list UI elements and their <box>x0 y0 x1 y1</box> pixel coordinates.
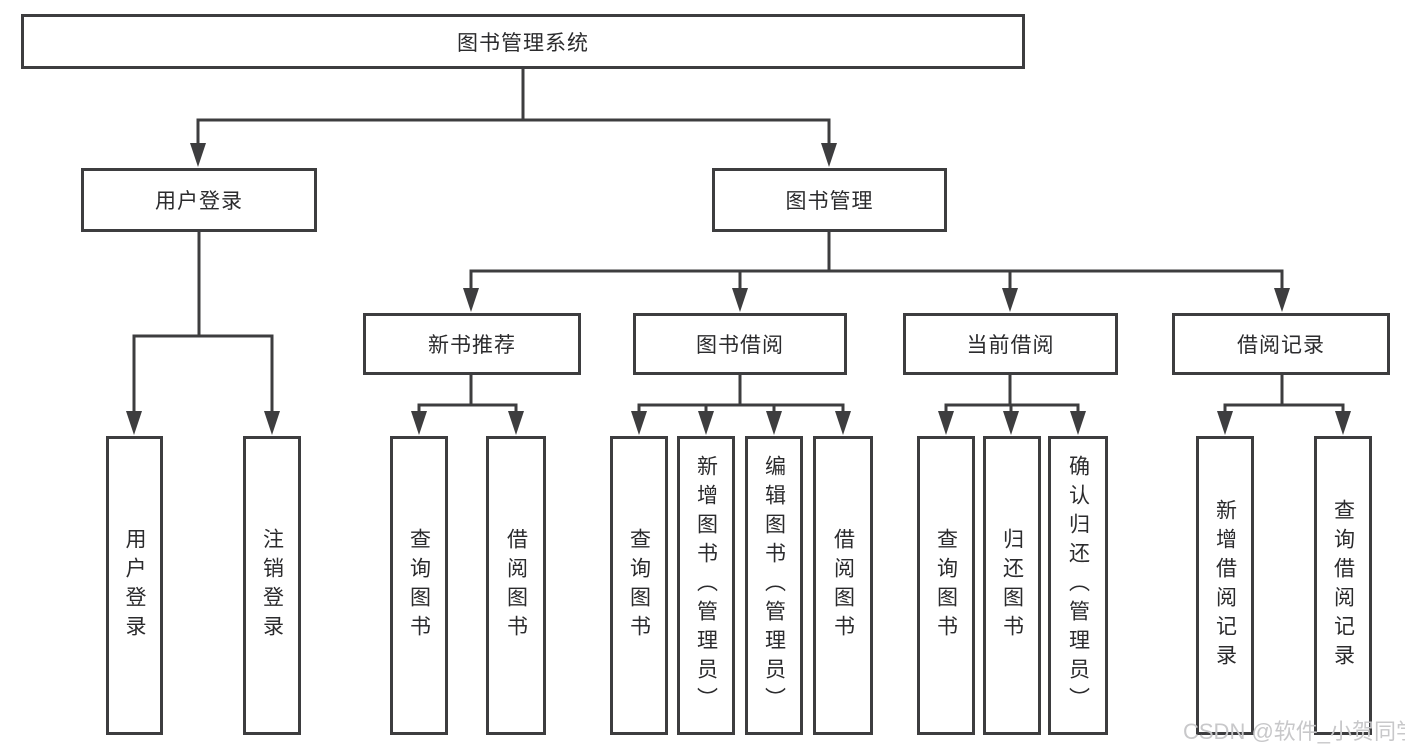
node-label: 新增图书（管理员） <box>694 455 718 716</box>
node-book-borrow: 图书借阅 <box>633 313 847 375</box>
node-user-login: 用户登录 <box>81 168 317 232</box>
leaf-query-book-borrow: 查询图书 <box>610 436 668 735</box>
leaf-return-book: 归还图书 <box>983 436 1041 735</box>
leaf-borrow-book: 借阅图书 <box>813 436 873 735</box>
leaf-add-book-admin: 新增图书（管理员） <box>677 436 735 735</box>
node-label: 查询图书 <box>934 527 958 644</box>
leaf-edit-book-admin: 编辑图书（管理员） <box>745 436 803 735</box>
node-label: 注销登录 <box>260 527 284 644</box>
node-library-system: 图书管理系统 <box>21 14 1025 69</box>
node-label: 用户登录 <box>155 190 243 213</box>
leaf-query-borrow-record: 查询借阅记录 <box>1314 436 1372 735</box>
node-label: 确认归还（管理员） <box>1066 455 1090 716</box>
node-borrow-records: 借阅记录 <box>1172 313 1390 375</box>
node-label: 用户登录 <box>123 527 147 644</box>
leaf-confirm-return-admin: 确认归还（管理员） <box>1048 436 1108 735</box>
node-label: 编辑图书（管理员） <box>762 455 786 716</box>
node-label: 图书管理 <box>785 190 874 213</box>
node-label: 图书借阅 <box>696 334 784 357</box>
node-label: 查询借阅记录 <box>1331 498 1355 673</box>
leaf-borrow-book-recommend: 借阅图书 <box>486 436 546 735</box>
node-label: 查询图书 <box>627 527 651 644</box>
leaf-user-login: 用户登录 <box>106 436 163 735</box>
leaf-query-book-recommend: 查询图书 <box>390 436 448 735</box>
leaf-query-book-current: 查询图书 <box>917 436 975 735</box>
node-label: 当前借阅 <box>966 334 1055 357</box>
node-new-book-recommend: 新书推荐 <box>363 313 581 375</box>
node-label: 归还图书 <box>1000 527 1024 644</box>
node-label: 借阅图书 <box>504 527 528 644</box>
node-label: 新书推荐 <box>428 334 516 357</box>
node-label: 借阅记录 <box>1237 334 1325 357</box>
node-book-management: 图书管理 <box>712 168 947 232</box>
leaf-add-borrow-record: 新增借阅记录 <box>1196 436 1254 735</box>
node-label: 图书管理系统 <box>457 31 589 55</box>
node-current-borrow: 当前借阅 <box>903 313 1118 375</box>
node-label: 查询图书 <box>407 527 431 644</box>
leaf-logout: 注销登录 <box>243 436 301 735</box>
node-label: 新增借阅记录 <box>1213 498 1237 673</box>
csdn-watermark: CSDN @软件_小贺同学 <box>1183 719 1405 744</box>
node-label: 借阅图书 <box>831 527 855 644</box>
